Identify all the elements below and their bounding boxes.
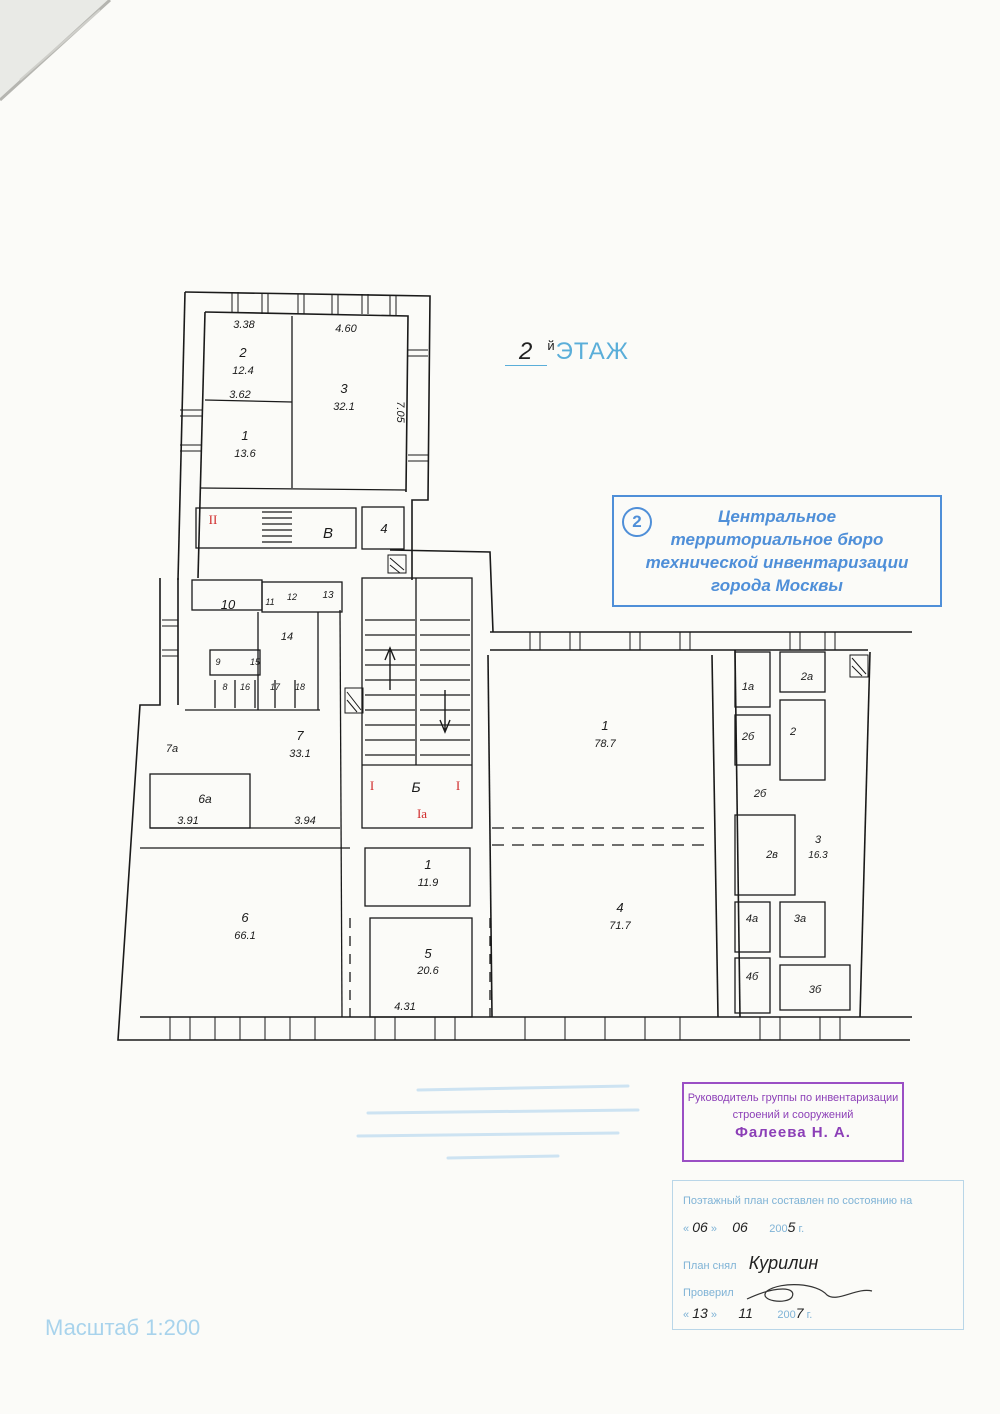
room-id: 17 [270,682,281,692]
hatched-columns [344,554,869,714]
dimension: 3.62 [229,389,250,401]
room-id: 2б [753,788,767,800]
room-id: 2 [238,345,247,360]
dimension: 3.94 [294,815,315,827]
room-id: 4а [746,913,758,925]
scale-label: Масштаб 1:200 [45,1315,201,1340]
group-head-stamp: Руководитель группы по инвентаризации ст… [682,1082,904,1162]
stair-arrows [384,646,451,734]
room-area: 11.9 [418,877,439,889]
room-id: 4 [616,900,623,915]
room-id: 3 [815,834,822,846]
room-labels: 2 12.4 1 13.6 3 32.1 В 4 10 14 13 11 12 … [166,345,828,996]
checker-signature [746,1284,872,1302]
certification-block: Поэтажный план составлен по состоянию на… [672,1180,964,1330]
room-id: 1 [424,857,431,872]
room-id: 15 [250,657,261,667]
section-mark: II [209,512,218,527]
surveyed-row: План снял Курилин [683,1253,819,1273]
bti-stamp-line: технической инвентаризации [645,553,909,572]
room-id: 2в [765,849,778,861]
room-id: 14 [281,631,293,643]
room-id: Б [411,779,420,795]
section-mark: I [370,778,374,793]
section-mark: Ia [417,806,427,821]
room-id: 4 [380,521,387,536]
room-area: 13.6 [234,448,256,460]
group-head-name: Фалеева Н. А. [735,1124,851,1141]
room-id: 10 [221,597,236,612]
checked-date: « 13 » 11 2007 г. [683,1305,813,1321]
room-id: 13 [322,590,334,601]
room-id: В [323,525,333,542]
section-marks: II I I Ia [209,512,461,821]
dimension: 7.05 [394,401,406,423]
room-id: 2а [800,671,813,683]
dimension: 4.31 [394,1001,415,1013]
exterior-walls [117,291,912,1041]
compiled-label: Поэтажный план составлен по состоянию на [683,1195,913,1207]
room-id: 6а [198,792,212,806]
room-id: 1 [601,718,608,733]
bti-stamp-line: территориальное бюро [670,530,884,549]
room-id: 7а [166,743,178,755]
page-fold [0,0,112,102]
room-id: 3 [340,381,348,396]
room-id: 12 [287,592,297,602]
bti-stamp-line: города Москвы [711,576,843,595]
surveyor-signature: Курилин [748,1253,819,1273]
floor-number: 2 [505,338,548,366]
dimension: 3.91 [177,815,198,827]
room-id: 6 [241,910,249,925]
room-id: 1а [742,681,754,693]
room-id: 7 [296,728,304,743]
room-id: 5 [424,946,432,961]
room-area: 78.7 [594,738,616,750]
room-id: 2б [741,731,755,743]
room-area: 20.6 [416,965,439,977]
bti-stamp-number: 2 [622,507,652,537]
room-id: 16 [240,682,250,692]
room-id: 4б [746,971,759,983]
interior-walls [140,316,851,1018]
room-area: 66.1 [234,930,255,942]
group-head-line: Руководитель группы по инвентаризации [687,1092,899,1104]
dimension: 3.38 [233,319,255,331]
group-head-line: строений и сооружений [732,1109,854,1121]
room-id: 3б [809,984,822,996]
room-area: 12.4 [232,365,253,377]
room-id: 8 [222,682,227,692]
room-id: 1 [241,428,248,443]
room-area: 71.7 [609,920,631,932]
compiled-date: « 06 » 06 2005 г. [683,1219,805,1235]
section-mark: I [456,778,460,793]
room-area: 32.1 [333,401,354,413]
room-area: 16.3 [808,850,828,861]
room-id: 3а [794,913,806,925]
room-id: 2 [789,726,796,738]
checked-row: Проверил [683,1281,877,1305]
dimension-labels: 3.38 4.60 3.62 7.05 3.91 3.94 4.31 [177,319,415,1013]
room-id: 11 [265,597,274,607]
room-id: 9 [215,657,220,667]
room-area: 33.1 [289,748,310,760]
dimension: 4.60 [335,323,357,335]
bti-stamp-line: Центральное [717,507,837,526]
bti-stamp: 2 Центральное территориальное бюро техни… [612,495,942,607]
floor-label: ЭТАЖ [555,338,629,365]
windows [162,292,841,1040]
faded-stamp-imprint [356,1084,640,1160]
room-id: 18 [295,682,305,692]
